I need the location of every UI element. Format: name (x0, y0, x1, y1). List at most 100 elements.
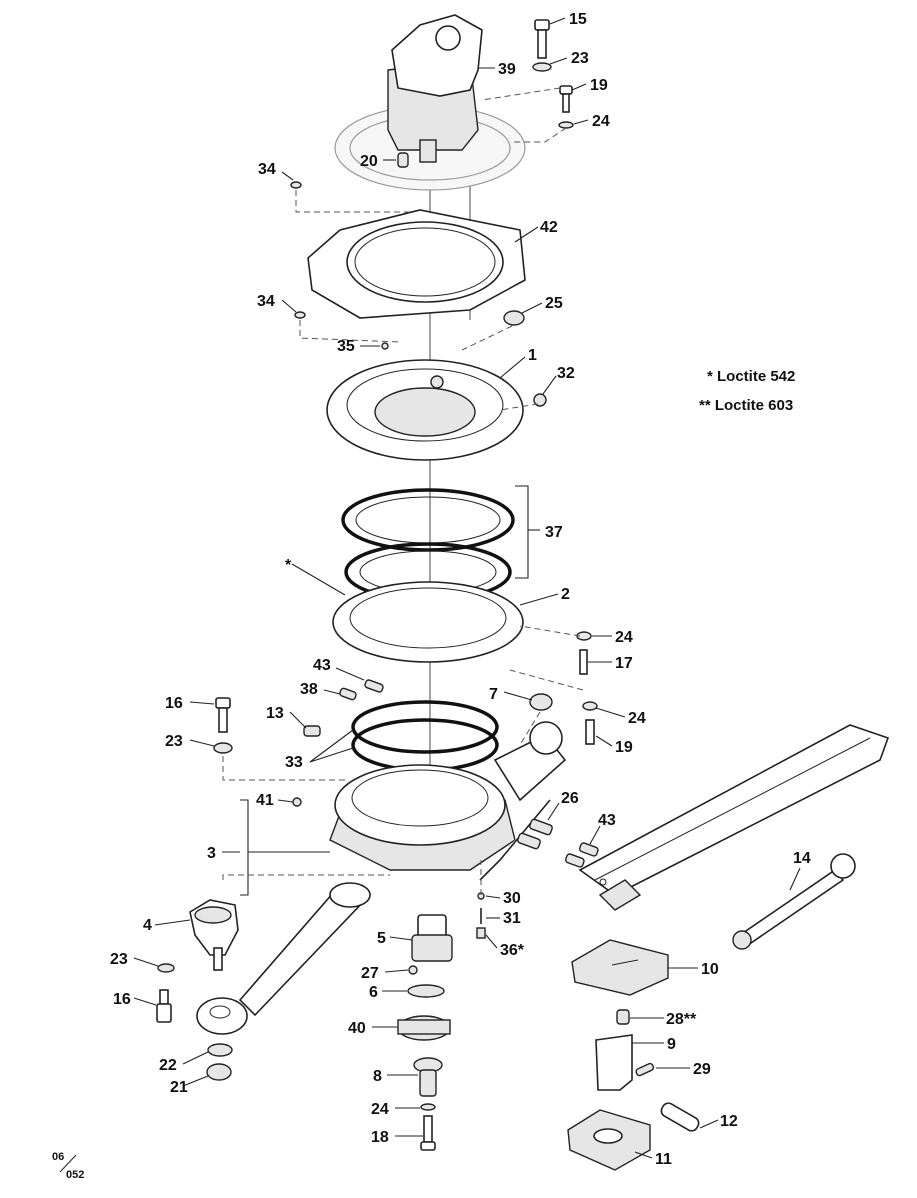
callout-23: 23 (571, 50, 589, 67)
callout-24: 24 (628, 710, 646, 727)
callout-4: 4 (143, 917, 152, 934)
dash-23b (222, 756, 345, 781)
callout-25: 25 (545, 295, 563, 312)
part-16-bolt-a (215, 697, 231, 733)
leader-33 (309, 729, 354, 763)
drawing-code-bottom: 052 (66, 1169, 84, 1181)
callout-23: 23 (110, 951, 128, 968)
callout-9: 9 (667, 1036, 676, 1053)
callout-42: 42 (540, 219, 558, 236)
leader-23a (549, 57, 568, 65)
leader-11 (634, 1151, 653, 1159)
dash-17 (509, 669, 584, 691)
callout-27: 27 (361, 965, 379, 982)
callout-20: 20 (360, 153, 378, 170)
note-loctite-603: ** Loctite 603 (699, 397, 793, 414)
cylinder-rod-end (196, 997, 248, 1035)
leader-25 (521, 302, 543, 314)
leader-16b (133, 997, 157, 1006)
part-24-washer-top (558, 121, 574, 129)
note-loctite-542: * Loctite 542 (707, 368, 795, 385)
leader-41 (277, 799, 294, 803)
part-23-washer-top (532, 62, 552, 72)
callout-41: 41 (256, 792, 274, 809)
part-12-stud (660, 1102, 700, 1132)
leader-23b (189, 739, 215, 747)
part-26-pin (529, 818, 553, 836)
dash-7 (519, 711, 541, 746)
callout-24: 24 (615, 629, 633, 646)
callout-19: 19 (590, 77, 608, 94)
bracket-3 (240, 799, 249, 896)
callout-8: 8 (373, 1068, 382, 1085)
callout-38: 38 (300, 681, 318, 698)
part-3-rotator-housing (238, 721, 567, 1017)
callout-17: 17 (615, 655, 633, 672)
callout-1: 1 (528, 347, 537, 364)
callout-18: 18 (371, 1129, 389, 1146)
callout-22: 22 (159, 1057, 177, 1074)
callout-31: 31 (503, 910, 521, 927)
callout-5: 5 (377, 930, 386, 947)
saw-bar (578, 724, 890, 911)
part-19-bolt-lower (585, 719, 595, 745)
dash-24b (519, 625, 581, 637)
callout-24: 24 (592, 113, 610, 130)
leader-14 (789, 867, 801, 891)
leader-42 (514, 226, 539, 243)
callout-21: 21 (170, 1079, 188, 1096)
callout-10: 10 (701, 961, 719, 978)
drawing-code-slash (59, 1154, 77, 1173)
leader-19b (595, 735, 613, 747)
part-23-washer-b (213, 742, 233, 754)
leader-1 (499, 356, 526, 379)
part-16-bolt-b (156, 989, 172, 1023)
callout-16: 16 (113, 991, 131, 1008)
part-32-plug (533, 393, 547, 407)
leader-15 (549, 17, 566, 25)
callout-40: 40 (348, 1020, 366, 1037)
leader-34a (281, 171, 294, 181)
dash-24-39 (510, 127, 567, 143)
drawing-code-top: 06 (52, 1151, 64, 1163)
part-18-bolt (420, 1115, 436, 1151)
leader-7 (503, 691, 533, 701)
part-6-washer (407, 984, 445, 998)
callout-35: 35 (337, 338, 355, 355)
part-24-washer-c (582, 701, 598, 711)
callout-2: 2 (561, 586, 570, 603)
callout-7: 7 (489, 686, 498, 703)
part-43-pin-a (364, 679, 384, 693)
callout-star: * (285, 557, 292, 574)
part-22-washer (207, 1043, 233, 1057)
callout-19: 19 (615, 739, 633, 756)
callout-3: 3 (207, 845, 216, 862)
part-23-washer-c (157, 963, 175, 973)
callout-28: 28** (666, 1011, 697, 1028)
dash-34b (299, 320, 401, 343)
leader-2 (519, 593, 559, 606)
part-7-bushing (529, 693, 553, 711)
callout-14: 14 (793, 850, 811, 867)
callout-15: 15 (569, 11, 587, 28)
leader-16a (189, 701, 215, 705)
part-24-washer-d (420, 1103, 436, 1111)
part-43-pin-b (578, 842, 599, 857)
part-13-screw (303, 725, 321, 737)
part-1-housing (326, 359, 524, 461)
leader-43b (589, 825, 601, 845)
callout-37: 37 (545, 524, 563, 541)
part-33-o-rings (351, 700, 499, 772)
callout-23: 23 (165, 733, 183, 750)
leader-36 (485, 934, 498, 949)
callout-11: 11 (655, 1151, 672, 1168)
part-4-bracket (189, 899, 239, 971)
part-35-fitting (381, 342, 389, 350)
part-25-plug (503, 310, 525, 326)
leader-23c (133, 957, 159, 967)
leader-19a (571, 83, 587, 91)
leader-13 (289, 711, 307, 729)
callout-34: 34 (257, 293, 275, 310)
bracket-37 (515, 485, 529, 579)
